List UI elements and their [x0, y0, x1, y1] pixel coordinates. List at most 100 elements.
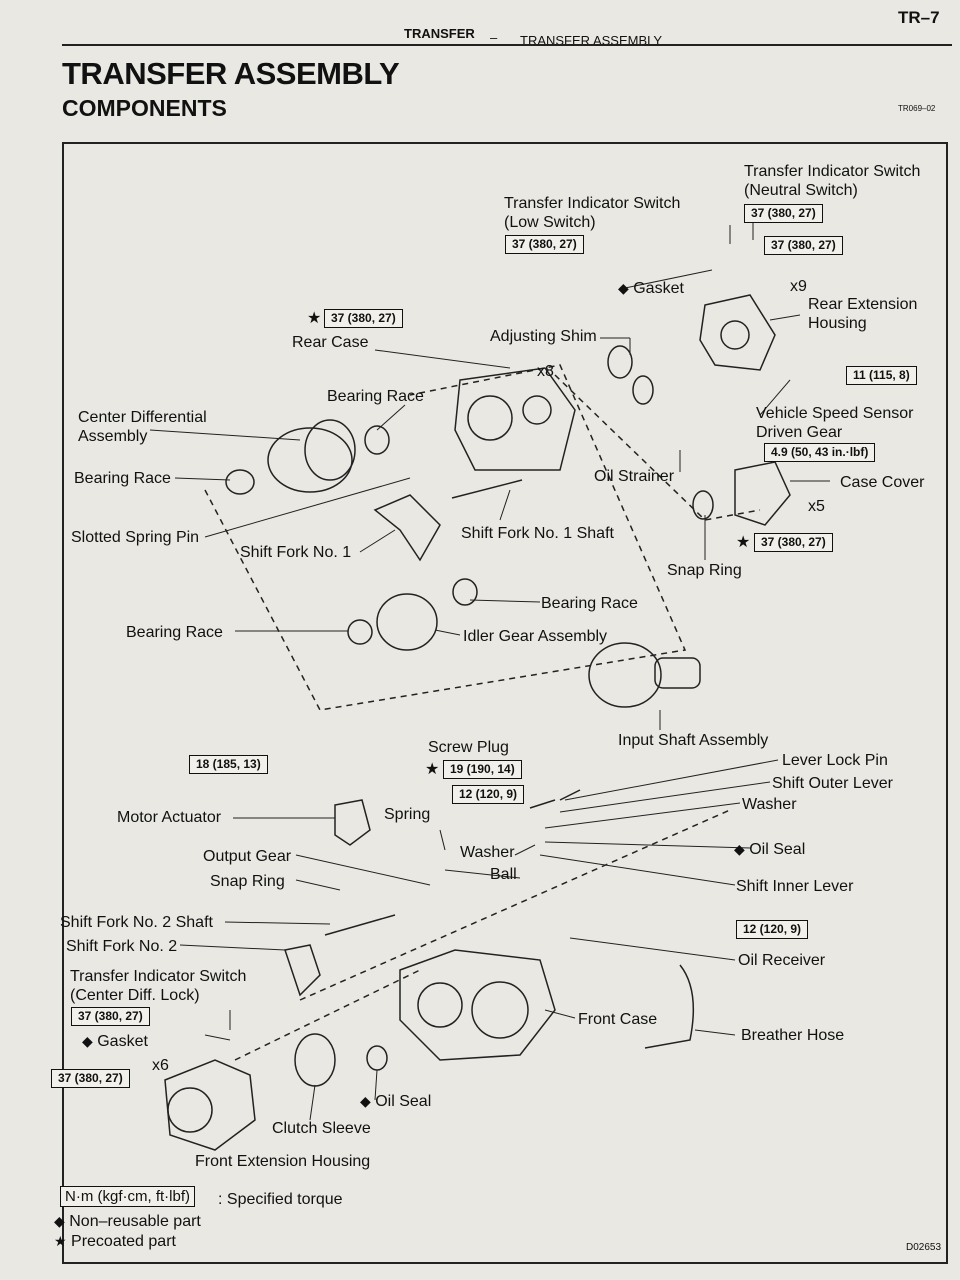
label-adjusting-shim: Adjusting Shim: [490, 328, 597, 345]
label-shift-outer-lever: Shift Outer Lever: [772, 775, 893, 792]
label-tis-low: Transfer Indicator Switch (Low Switch): [504, 195, 681, 231]
front-extension-housing-shape: [164, 1059, 256, 1151]
star-icon: ★: [54, 1233, 67, 1249]
front-dashed-guide: [234, 969, 421, 1061]
adjusting-shim-ring: [607, 345, 633, 379]
label-tis-neutral: Transfer Indicator Switch (Neutral Switc…: [744, 163, 921, 199]
center-diff-shape: [267, 427, 353, 493]
shift-fork-1-shape: [373, 494, 441, 562]
upper-assembly-outline: [204, 364, 687, 711]
front-case-shape: [399, 949, 556, 1061]
torque-strainer: 4.9 (50, 43 in.·lbf): [764, 443, 876, 462]
label-center-diff: Center Differential Assembly: [78, 409, 207, 445]
label-screw-plug: Screw Plug: [428, 739, 509, 756]
label-oil-strainer: Oil Strainer: [594, 468, 675, 485]
page-title: TRANSFER ASSEMBLY: [62, 56, 400, 91]
torque-front-ext: 37 (380, 27): [51, 1069, 130, 1088]
legend-torque-desc: : Specified torque: [218, 1191, 343, 1208]
label-bearing-race-3: Bearing Race: [541, 595, 638, 612]
label-oil-seal-2: ◆ Oil Seal: [360, 1093, 432, 1110]
label-snap-ring-top: Snap Ring: [667, 562, 742, 579]
lower-dashed-guide: [299, 809, 731, 1001]
label-clutch-sleeve: Clutch Sleeve: [272, 1120, 371, 1137]
diagram-code: D02653: [906, 1242, 942, 1253]
label-washer-2: Washer: [460, 844, 515, 861]
header-separator: –: [490, 30, 498, 45]
rear-dashed-guide: [554, 374, 761, 521]
label-tis-center: Transfer Indicator Switch (Center Diff. …: [70, 968, 247, 1004]
header-section: TRANSFER: [404, 26, 475, 41]
idler-gear-shape: [376, 593, 438, 651]
label-motor-actuator: Motor Actuator: [117, 809, 222, 826]
label-shift-fork-1: Shift Fork No. 1: [240, 544, 352, 561]
label-slotted-spring-pin: Slotted Spring Pin: [71, 529, 200, 546]
label-shift-fork-2-shaft: Shift Fork No. 2 Shaft: [60, 914, 213, 931]
label-idler-gear: Idler Gear Assembly: [463, 628, 608, 645]
page-header: TRANSFER – TRANSFER ASSEMBLY TR–7: [0, 0, 960, 60]
legend-nonreusable: ◆ Non–reusable part: [54, 1213, 201, 1230]
label-x8: x8: [537, 363, 554, 380]
label-case-cover: Case Cover: [840, 474, 925, 491]
label-bearing-race-1: Bearing Race: [327, 388, 424, 405]
torque-oil-receiver: 12 (120, 9): [736, 920, 809, 939]
torque-motor: 18 (185, 13): [189, 755, 268, 774]
case-cover-shape: [734, 461, 791, 526]
clutch-sleeve-shape: [294, 1033, 336, 1087]
star-mark-rear-case: ★: [307, 310, 322, 327]
label-vss-driven-gear: Vehicle Speed Sensor Driven Gear: [756, 405, 914, 441]
breather-hose-shape: [644, 964, 695, 1049]
label-gasket-top: ◆ Gasket: [618, 280, 684, 297]
label-rear-extension-housing: Rear Extension Housing: [808, 296, 918, 332]
leader-lines: [149, 210, 830, 1121]
diamond-icon: ◆: [360, 1093, 371, 1109]
label-washer-1: Washer: [742, 796, 797, 813]
label-front-ext-housing: Front Extension Housing: [195, 1153, 371, 1170]
label-input-shaft: Input Shaft Assembly: [618, 732, 769, 749]
diamond-icon: ◆: [618, 280, 629, 296]
label-x6: x6: [152, 1057, 169, 1074]
torque-tis-center: 37 (380, 27): [71, 1007, 150, 1026]
diamond-icon: ◆: [82, 1033, 93, 1049]
label-gasket-bottom: ◆ Gasket: [82, 1033, 148, 1050]
label-bearing-race-4: Bearing Race: [126, 624, 223, 641]
diamond-icon: ◆: [734, 841, 745, 857]
label-snap-ring-bottom: Snap Ring: [210, 873, 285, 890]
torque-lever: 12 (120, 9): [452, 785, 525, 804]
label-spring: Spring: [384, 806, 431, 823]
star-mark-case-cover: ★: [736, 534, 751, 551]
rear-case-shape: [454, 367, 576, 471]
torque-vss: 11 (115, 8): [846, 366, 917, 385]
label-shift-fork-2: Shift Fork No. 2: [66, 938, 178, 955]
input-shaft-shape: [588, 642, 662, 708]
shift-fork-2-shaft-line: [324, 914, 396, 936]
diagram-frame: [62, 142, 948, 1264]
label-bearing-race-2: Bearing Race: [74, 470, 171, 487]
torque-tis-neutral-2: 37 (380, 27): [764, 236, 843, 255]
rear-case-bore: [467, 395, 513, 441]
torque-rear-case: 37 (380, 27): [324, 309, 403, 328]
diamond-icon: ◆: [54, 1213, 65, 1229]
figure-code: TR069–02: [898, 104, 936, 113]
label-oil-receiver: Oil Receiver: [738, 952, 826, 969]
rear-extension-housing-shape: [699, 294, 776, 371]
star-mark-screw-plug: ★: [425, 761, 440, 778]
motor-actuator-shape: [334, 799, 371, 846]
label-shift-inner-lever: Shift Inner Lever: [736, 878, 854, 895]
page-number: TR–7: [898, 8, 940, 27]
torque-screw-plug: 19 (190, 14): [443, 760, 522, 779]
label-oil-seal-1: ◆ Oil Seal: [734, 841, 806, 858]
shift-fork-2-shape: [284, 944, 321, 997]
shift-fork-1-shaft-line: [451, 479, 523, 499]
label-shift-fork-1-shaft: Shift Fork No. 1 Shaft: [461, 525, 614, 542]
page-subtitle: COMPONENTS: [62, 95, 227, 121]
snap-ring-shape: [692, 490, 714, 520]
label-ball: Ball: [490, 866, 517, 883]
label-x5: x5: [808, 498, 825, 515]
label-rear-case: Rear Case: [292, 334, 369, 351]
label-breather-hose: Breather Hose: [741, 1027, 845, 1044]
oil-seal-shape: [366, 1045, 388, 1071]
label-lever-lock-pin: Lever Lock Pin: [782, 752, 888, 769]
legend-torque-unit: N·m (kgf·cm, ft·lbf): [60, 1186, 195, 1207]
header-rule: [62, 44, 952, 46]
